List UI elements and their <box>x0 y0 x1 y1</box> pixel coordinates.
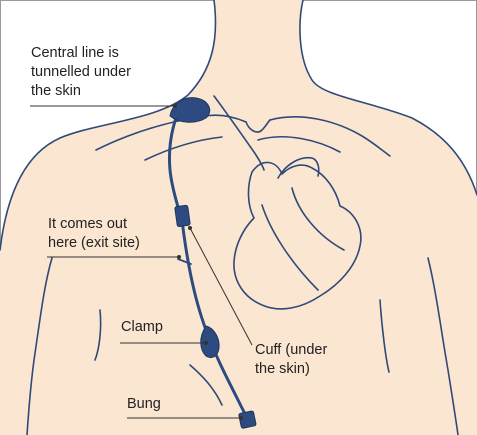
leader-dot-central-line <box>173 104 177 108</box>
label-clamp: Clamp <box>121 318 163 337</box>
label-bung: Bung <box>127 395 161 414</box>
tunnel-entry <box>170 98 210 123</box>
leader-dot-exit-site <box>177 255 181 259</box>
leader-dot-cuff <box>188 226 192 230</box>
label-cuff: Cuff (under the skin) <box>255 341 327 379</box>
leader-dot-bung <box>239 416 243 420</box>
leader-dot-clamp <box>204 341 208 345</box>
label-central-line: Central line is tunnelled under the skin <box>31 44 131 101</box>
label-exit-site: It comes out here (exit site) <box>48 215 140 253</box>
cuff-device <box>175 205 191 227</box>
